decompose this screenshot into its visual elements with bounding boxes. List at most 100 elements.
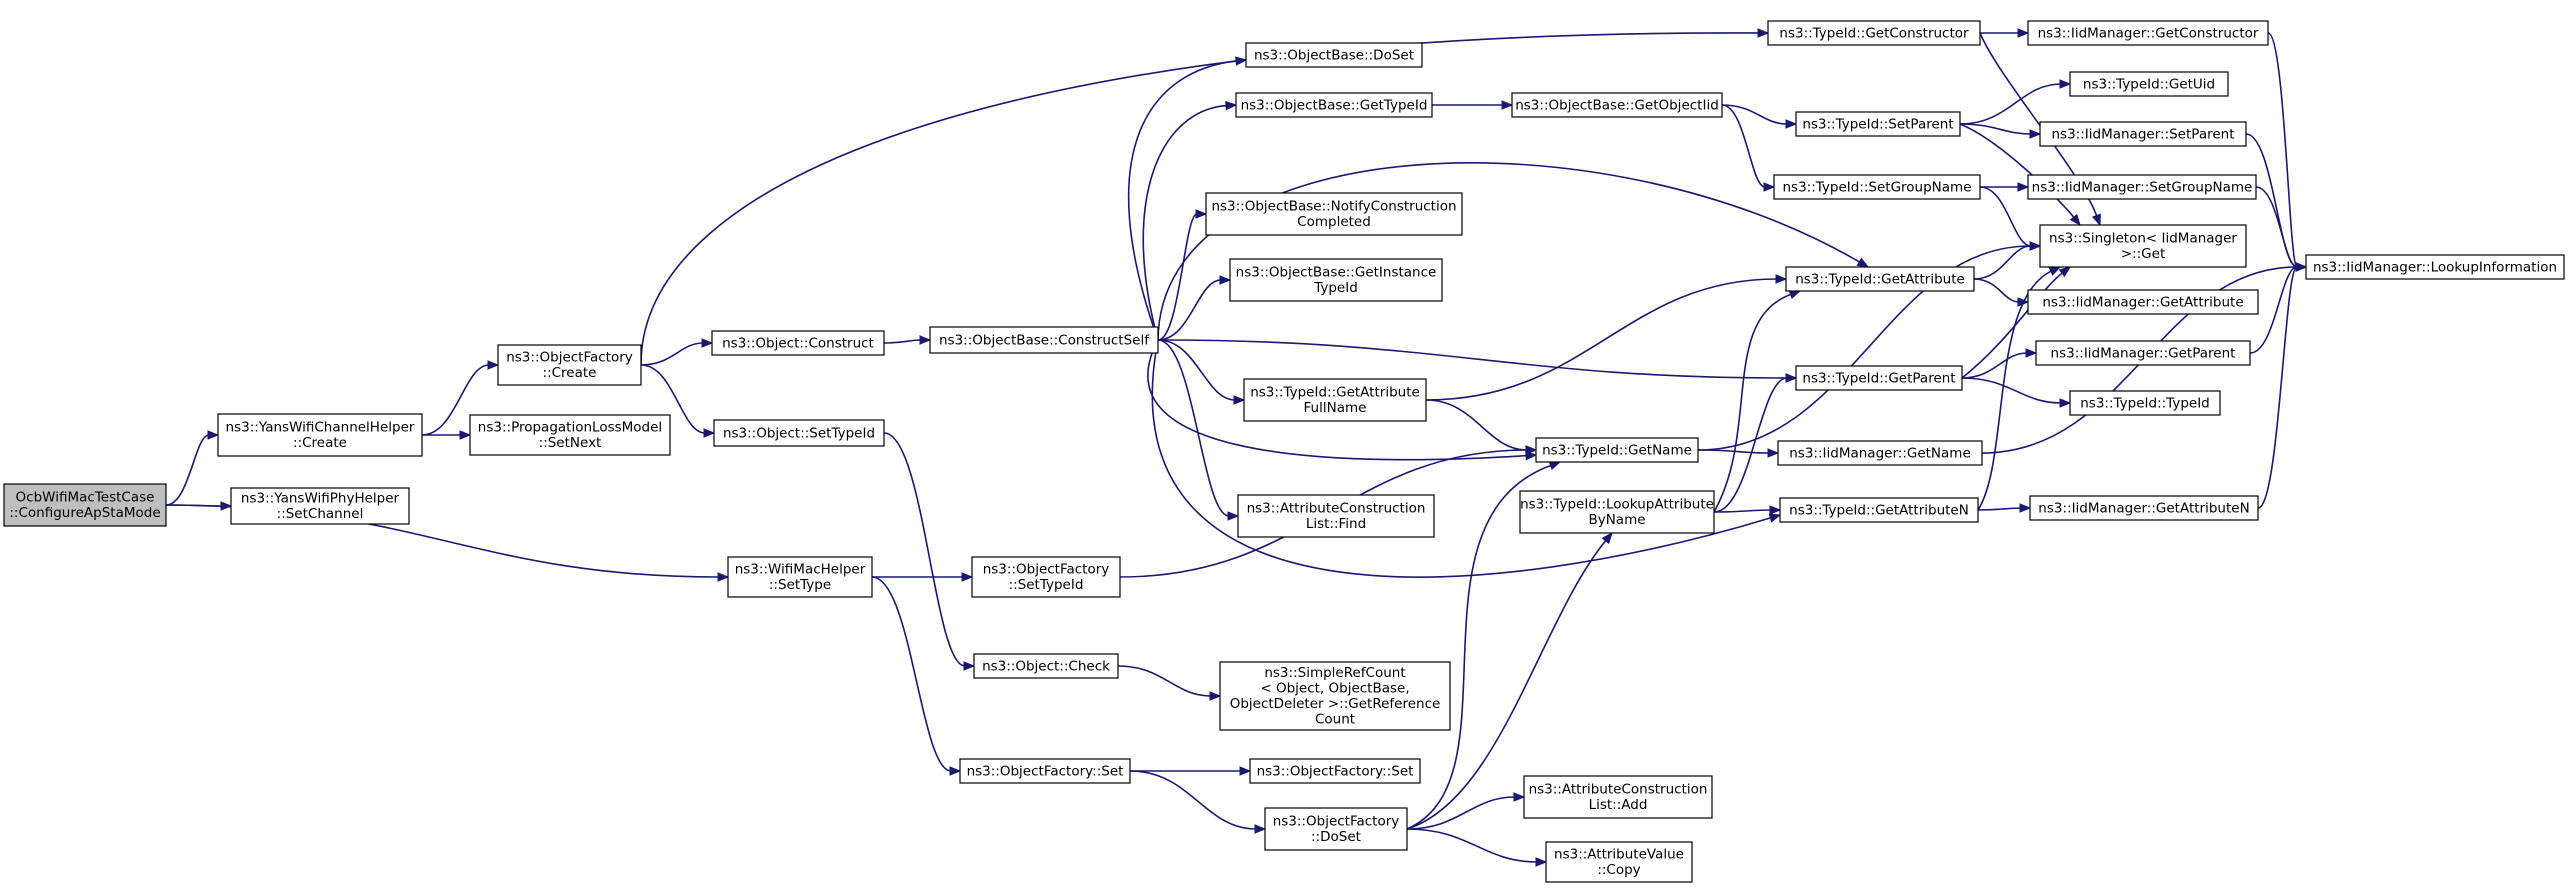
- node-iid-setparent[interactable]: ns3::IidManager::SetParent: [2039, 121, 2247, 147]
- node-objfactory-set-outer[interactable]: ns3::ObjectFactory::Set: [959, 758, 1131, 784]
- edge-constructself-to-typeid-getattribute: [1157, 162, 1870, 341]
- edge-line: [1406, 539, 1607, 830]
- node-box: [1511, 92, 1723, 118]
- node-typeid-getattributen[interactable]: ns3::TypeId::GetAttributeN: [1779, 497, 1979, 523]
- node-typeid-getconstructor[interactable]: ns3::TypeId::GetConstructor: [1767, 20, 1981, 46]
- node-label: ::ConfigureApStaMode: [9, 505, 160, 521]
- node-yans-phy-setchannel[interactable]: ns3::YansWifiPhyHelper::SetChannel: [230, 487, 410, 525]
- node-yans-channel-create[interactable]: ns3::YansWifiChannelHelper::Create: [217, 413, 423, 457]
- edge-line: [421, 364, 490, 436]
- node-label: ::SetNext: [539, 435, 602, 451]
- node-wifimac-settype[interactable]: ns3::WifiMacHelper::SetType: [727, 556, 873, 598]
- node-label: FullName: [1304, 400, 1367, 416]
- node-objfactory-set-inner[interactable]: ns3::ObjectFactory::Set: [1249, 758, 1421, 784]
- node-label: ns3::TypeId::GetConstructor: [1779, 25, 1969, 41]
- edge-arrowhead: [1769, 505, 1782, 515]
- node-label: ns3::AttributeConstruction: [1529, 782, 1708, 798]
- node-iid-getparent[interactable]: ns3::IidManager::GetParent: [2035, 340, 2251, 366]
- edge-getattrfullname-to-typeid-getattribute: [1425, 274, 1788, 401]
- node-typeid-getparent[interactable]: ns3::TypeId::GetParent: [1795, 365, 1963, 391]
- node-typeid-getattribute[interactable]: ns3::TypeId::GetAttribute: [1785, 266, 1975, 292]
- edge-constructself-to-getinstance: [1157, 275, 1232, 341]
- node-label: ns3::SimpleRefCount: [1264, 665, 1405, 681]
- edge-root-to-yans-channel-create: [165, 430, 220, 506]
- edge-typeid-setparent-to-singleton-get: [1959, 123, 2081, 227]
- edge-line: [1961, 271, 2064, 379]
- node-gettypeid[interactable]: ns3::ObjectBase::GetTypeId: [1235, 92, 1433, 118]
- node-doset-base[interactable]: ns3::ObjectBase::DoSet: [1245, 42, 1423, 68]
- node-iid-getname[interactable]: ns3::IidManager::GetName: [1777, 440, 1983, 466]
- node-box: [2069, 390, 2221, 416]
- edge-line: [2267, 32, 2298, 268]
- node-label: ns3::ObjectBase::GetTypeId: [1241, 97, 1428, 113]
- node-typeid-typeid[interactable]: ns3::TypeId::TypeId: [2069, 390, 2221, 416]
- edge-arrowhead: [1785, 119, 1798, 129]
- node-box: [2035, 340, 2251, 366]
- node-box: [1773, 174, 1981, 200]
- node-object-check[interactable]: ns3::Object::Check: [973, 653, 1119, 679]
- node-label: ns3::AttributeConstruction: [1247, 501, 1426, 517]
- node-object-construct[interactable]: ns3::Object::Construct: [711, 330, 885, 356]
- edge-arrowhead: [1788, 290, 1802, 300]
- node-box: [1229, 258, 1443, 302]
- node-label: ns3::ObjectFactory: [983, 562, 1110, 578]
- node-box: [1264, 807, 1408, 851]
- node-objfactory-create[interactable]: ns3::ObjectFactory::Create: [497, 344, 642, 386]
- node-iid-lookupinfo[interactable]: ns3::IidManager::LookupInformation: [2305, 254, 2565, 280]
- node-label: ns3::Object::Check: [982, 658, 1110, 674]
- edge-line: [1697, 449, 1770, 454]
- edge-objfactory-doset-to-attrlist-add: [1406, 792, 1526, 830]
- edge-arrowhead: [2059, 398, 2072, 408]
- node-iid-getconstructor[interactable]: ns3::IidManager::GetConstructor: [2027, 20, 2269, 46]
- node-label: ns3::TypeId::GetParent: [1802, 370, 1955, 386]
- node-root[interactable]: OcbWifiMacTestCase::ConfigureApStaMode: [3, 483, 167, 527]
- edge-line: [1721, 104, 1788, 125]
- node-notify[interactable]: ns3::ObjectBase::NotifyConstructionCompl…: [1205, 192, 1463, 236]
- node-box: [1519, 490, 1715, 534]
- node-typeid-getuid[interactable]: ns3::TypeId::GetUid: [2069, 71, 2229, 97]
- edge-arrowhead: [1233, 395, 1246, 405]
- node-box: [1795, 365, 1963, 391]
- edge-line: [1157, 339, 1230, 517]
- node-label: OcbWifiMacTestCase: [16, 490, 155, 506]
- node-iid-setgroupname[interactable]: ns3::IidManager::SetGroupName: [2027, 174, 2257, 200]
- edge-constructself-to-typeid-getname: [1147, 339, 1538, 461]
- edge-yans-channel-create-to-objfactory-create: [421, 360, 500, 436]
- node-label: ns3::Object::SetTypeId: [723, 425, 875, 441]
- node-simplerefcount[interactable]: ns3::SimpleRefCount< Object, ObjectBase,…: [1219, 661, 1451, 731]
- node-objfactory-settypeid[interactable]: ns3::ObjectFactory::SetTypeId: [971, 556, 1121, 598]
- node-box: [713, 419, 885, 447]
- edge-constructself-to-typeid-getparent: [1157, 339, 1798, 383]
- node-attrvalue-copy[interactable]: ns3::AttributeValue::Copy: [1545, 841, 1693, 883]
- node-typeid-getname[interactable]: ns3::TypeId::GetName: [1535, 437, 1699, 463]
- edge-arrowhead: [2069, 213, 2081, 227]
- node-typeid-setgroupname[interactable]: ns3::TypeId::SetGroupName: [1773, 174, 1981, 200]
- node-box: [217, 413, 423, 457]
- node-typeid-setparent[interactable]: ns3::TypeId::SetParent: [1795, 111, 1961, 137]
- edge-constructself-to-getattrfullname: [1157, 339, 1246, 405]
- node-iid-getattributen[interactable]: ns3::IidManager::GetAttributeN: [2029, 495, 2259, 521]
- node-singleton-get[interactable]: ns3::Singleton< IidManager >::Get: [2039, 224, 2247, 268]
- edge-arrowhead: [1235, 56, 1248, 66]
- node-object-settypeid[interactable]: ns3::Object::SetTypeId: [713, 419, 885, 447]
- node-label: ns3::ObjectFactory::Set: [1257, 763, 1414, 779]
- node-proploss-setnext[interactable]: ns3::PropagationLossModel::SetNext: [469, 414, 671, 456]
- edge-arrowhead: [1225, 100, 1238, 111]
- edge-line: [1959, 83, 2062, 125]
- node-constructself[interactable]: ns3::ObjectBase::ConstructSelf: [929, 326, 1159, 354]
- edge-arrowhead: [703, 428, 716, 438]
- edge-arrowhead: [1513, 792, 1526, 802]
- node-getobjectiid[interactable]: ns3::ObjectBase::GetObjectIid: [1511, 92, 1723, 118]
- node-objfactory-doset[interactable]: ns3::ObjectFactory::DoSet: [1264, 807, 1408, 851]
- node-label: ns3::ObjectBase::ConstructSelf: [939, 332, 1150, 348]
- edge-arrowhead: [2029, 129, 2042, 139]
- node-iid-getattribute[interactable]: ns3::IidManager::GetAttribute: [2027, 289, 2259, 315]
- edge-arrowhead: [2058, 266, 2072, 278]
- node-label: ns3::ObjectBase::GetObjectIid: [1515, 97, 1719, 113]
- node-label: ns3::IidManager::GetAttribute: [2042, 294, 2243, 310]
